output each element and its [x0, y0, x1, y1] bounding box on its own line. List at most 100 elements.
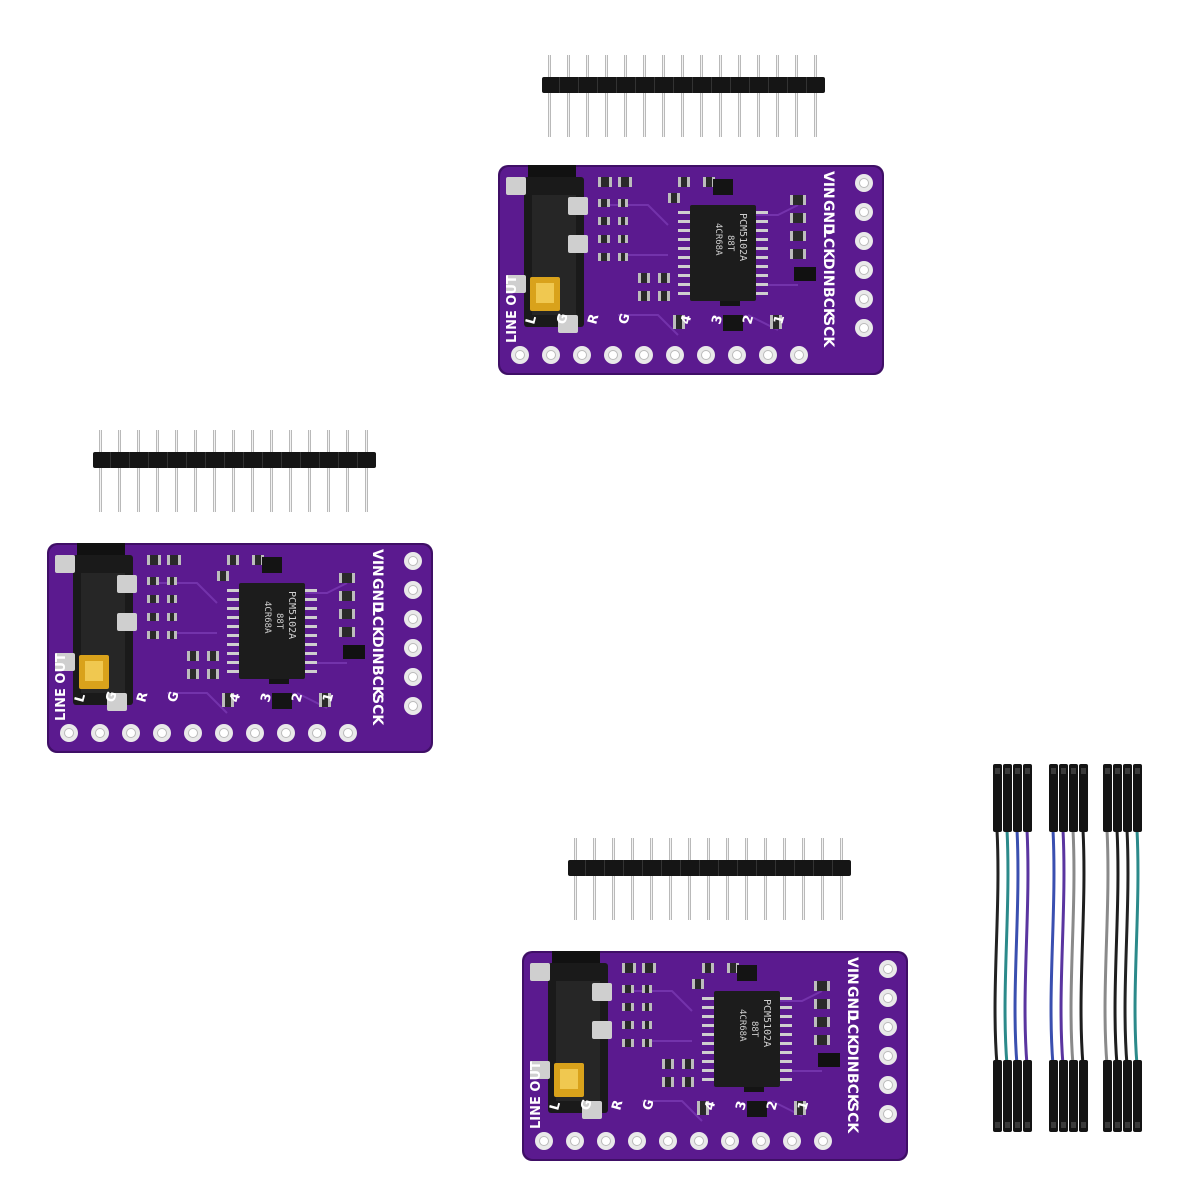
dupont-connector-top [1069, 764, 1078, 832]
smd-terminal [702, 963, 705, 973]
sot-transistor [262, 557, 282, 573]
header-pin-shine [119, 430, 120, 512]
chip-marking-2: 88T [749, 1021, 759, 1038]
smd-terminal [598, 177, 601, 187]
smd-terminal [727, 963, 730, 973]
smd-terminal [803, 195, 806, 205]
bottom-pin-label: 3 [258, 691, 275, 704]
header-pin-shine [632, 838, 633, 920]
right-pin-label: SCK [820, 316, 836, 348]
smd-terminal [827, 999, 830, 1009]
smd-component [638, 273, 650, 283]
pin-header-1-svg [542, 55, 825, 137]
smd-terminal [156, 613, 159, 621]
smd-component [598, 253, 610, 261]
smd-terminal [662, 1059, 665, 1069]
smd-terminal [167, 595, 170, 603]
pin-header-2-svg [93, 430, 376, 512]
smd-component [790, 231, 806, 241]
header-divider [692, 77, 693, 93]
chip-lead [702, 1015, 716, 1018]
header-pin-shine [606, 55, 607, 137]
smd-terminal [196, 669, 199, 679]
bottom-pin-hole [250, 728, 260, 738]
bottom-pin-label: 2 [740, 313, 757, 326]
header-pin-shine [708, 838, 709, 920]
smd-terminal [692, 979, 695, 989]
jack-solder-pad [506, 275, 526, 293]
right-pin-hole [408, 672, 418, 682]
dupont-connector-bottom [1059, 1060, 1068, 1132]
header-divider [148, 452, 149, 468]
smd-terminal [622, 1039, 625, 1047]
smd-terminal [622, 1021, 625, 1029]
dupont-connector-socket [1051, 768, 1056, 774]
chip-lead [778, 1060, 792, 1063]
chip-lead [303, 634, 317, 637]
header-pin-shine [100, 430, 101, 512]
header-pin-shine [138, 430, 139, 512]
smd-terminal [814, 981, 817, 991]
chip-lead [778, 1015, 792, 1018]
header-divider [167, 452, 168, 468]
line-out-label: LINE OUT [54, 653, 69, 721]
bottom-pin-label: G [578, 1098, 595, 1112]
smd-terminal [642, 963, 645, 973]
smd-terminal [658, 273, 661, 283]
header-pin-shine [568, 55, 569, 137]
smd-terminal [216, 651, 219, 661]
dupont-connector-bottom [1049, 1060, 1058, 1132]
dupont-connector-top [1103, 764, 1112, 832]
header-divider [559, 77, 560, 93]
bottom-pin-hole [639, 350, 649, 360]
chip-lead [778, 997, 792, 1000]
header-divider [281, 452, 282, 468]
header-divider [338, 452, 339, 468]
dupont-connector-socket [1025, 1122, 1030, 1128]
chip-lead [227, 607, 241, 610]
chip-lead [678, 211, 692, 214]
dupont-connector-socket [1025, 768, 1030, 774]
jumper-wires-svg [993, 764, 1142, 1132]
smd-component [622, 1003, 634, 1011]
dupont-connector-top [1113, 764, 1122, 832]
bottom-pin-hole [343, 728, 353, 738]
smd-terminal [625, 199, 628, 207]
smd-terminal [642, 985, 645, 993]
trace [642, 1100, 703, 1122]
header-divider [737, 860, 738, 876]
chip-lead [678, 292, 692, 295]
smd-component [658, 291, 670, 301]
smd-component [207, 669, 219, 679]
chip-lead [778, 1051, 792, 1054]
smd-terminal [328, 693, 331, 707]
smd-component [147, 595, 159, 603]
bottom-pin-label: L [72, 692, 89, 704]
smd-terminal [598, 199, 601, 207]
smd-terminal [598, 253, 601, 261]
jack-barrel [528, 165, 576, 181]
smd-terminal [803, 249, 806, 259]
header-pin-shine [670, 838, 671, 920]
dupont-connector-top [1123, 764, 1132, 832]
right-pin-hole [408, 701, 418, 711]
dupont-connector-socket [1071, 1122, 1076, 1128]
smd-terminal [607, 253, 610, 261]
right-pin-hole [859, 207, 869, 217]
header-divider [775, 860, 776, 876]
chip-lead [778, 1042, 792, 1045]
right-pin-hole [408, 614, 418, 624]
bottom-pin-label: 3 [733, 1099, 750, 1112]
smd-terminal [701, 979, 704, 989]
smd-terminal [622, 985, 625, 993]
smd-terminal [770, 315, 773, 329]
chip-lead [227, 661, 241, 664]
smd-terminal [339, 627, 342, 637]
bottom-pin-hole [570, 1136, 580, 1146]
header-divider [718, 860, 719, 876]
chip-lead [227, 625, 241, 628]
right-pin-label: VIN [369, 549, 385, 577]
bottom-pin-label: L [523, 314, 540, 326]
smd-terminal [682, 1059, 685, 1069]
smd-terminal [598, 217, 601, 225]
